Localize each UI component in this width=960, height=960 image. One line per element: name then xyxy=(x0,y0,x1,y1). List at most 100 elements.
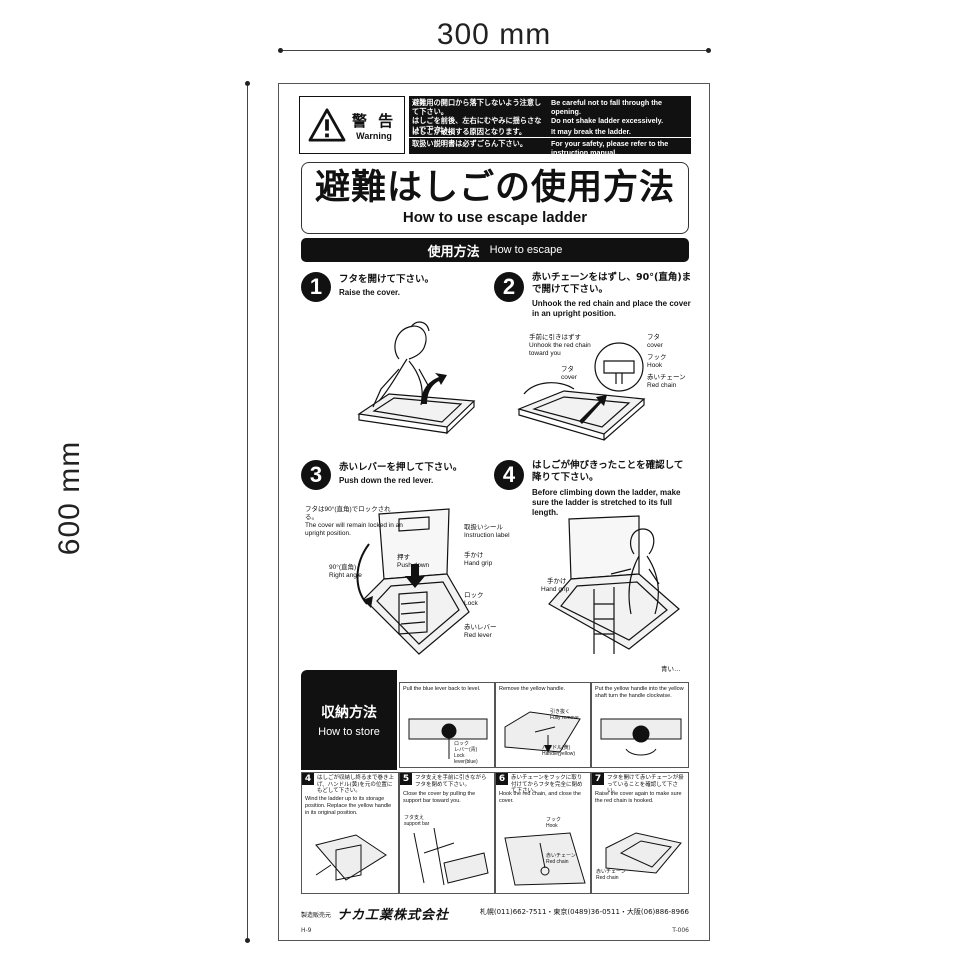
width-dimension: 300 mm xyxy=(436,18,552,51)
dimension-endpoint xyxy=(278,48,283,53)
panel-6-illustration xyxy=(504,832,586,886)
step-4-illustration xyxy=(548,515,680,654)
store-panel-5: 5 フタ支えを手前に引きながらフタを閉めて下さい。 Close the cove… xyxy=(399,772,495,894)
height-dimension: 600 mm xyxy=(53,440,86,556)
warning-en: Warning xyxy=(356,130,392,141)
label-push-jp: 押す xyxy=(397,554,410,561)
step-number: 3 xyxy=(301,460,331,490)
warning-jp-line: 避難用の開口から落下しないよう注意して下さい。 xyxy=(412,98,542,116)
panel-label: 赤いチェーン xyxy=(596,869,626,875)
store-panel-4: 4 はしごが収納し終るまで巻き上げ、ハンドル(黄)を元の位置にもどして下さい。 … xyxy=(301,772,399,894)
panel-label: Handle(yellow) xyxy=(542,751,576,757)
panel-number: 4 xyxy=(302,773,314,785)
label-angle-jp: 90°(直角) xyxy=(329,564,357,571)
panel-caption-en: Wind the ladder up to its storage positi… xyxy=(305,796,392,816)
panel-caption: Put the yellow handle into the yellow sh… xyxy=(595,686,684,699)
label-lever-en: Red lever xyxy=(464,632,492,639)
panel-label: 引き抜く xyxy=(550,709,571,715)
label-angle-en: Right angle xyxy=(329,572,362,579)
panel-4-illustration xyxy=(315,834,387,881)
panel-label: ハンドル(黄) xyxy=(542,745,571,751)
step-text-jp: 赤いチェーンをはずし、90°(直角)まで開けて下さい。 xyxy=(532,272,692,295)
label-chain-en: Red chain xyxy=(647,382,677,389)
storage-title-jp: 収納方法 xyxy=(321,705,377,721)
step-text-en: Push down the red lever. xyxy=(339,476,434,485)
storage-section: 収納方法 How to store 青い… Pull the blue leve… xyxy=(301,664,689,899)
panel-number: 5 xyxy=(400,773,412,785)
store-panel-7: 7 フタを開けて赤いチェーンが掛っていることを確認して下さい。 Raise th… xyxy=(591,772,689,894)
label-code: T-006 xyxy=(672,927,689,934)
panel-label: フック xyxy=(546,817,562,823)
label-lock-en: Lock xyxy=(464,600,478,607)
panel-label: レバー(青) xyxy=(454,747,478,753)
label-cover2-jp: フタ xyxy=(561,366,574,373)
step-2: 2 赤いチェーンをはずし、90°(直角)まで開けて下さい。 Unhook the… xyxy=(494,272,694,332)
panel-number: 6 xyxy=(496,773,508,785)
step-number: 1 xyxy=(301,272,331,302)
store-panel-2: Remove the yellow handle. 引き抜く Fully rem… xyxy=(495,682,591,768)
panel-label: Red chain xyxy=(546,859,569,865)
step-number: 2 xyxy=(494,272,524,302)
warning-triangle-icon xyxy=(308,108,346,142)
dimension-endpoint xyxy=(706,48,711,53)
warning-en-line: It may break the ladder. xyxy=(551,127,631,136)
panel-label: ロック xyxy=(454,741,470,747)
step-text-jp: フタを開けて下さい。 xyxy=(339,274,435,285)
warning-table: 避難用の開口から落下しないよう注意して下さい。 Be careful not t… xyxy=(409,96,691,157)
dimension-endpoint xyxy=(245,81,250,86)
warning-en-line: For your safety, please refer to the ins… xyxy=(551,139,669,157)
warning-jp-line: 取扱い説明書は必ずごらん下さい。 xyxy=(412,139,528,148)
label-grip-jp: 手かけ xyxy=(464,552,484,559)
step-number: 4 xyxy=(494,460,524,490)
storage-note: 青い… xyxy=(661,666,681,673)
panel-3-illustration xyxy=(600,718,682,756)
warning-divider xyxy=(409,137,691,138)
footer: 製造販売元 ナカ工業株式会社 札幌(011)662-7511・東京(0489)3… xyxy=(301,904,689,924)
panel-5-illustration xyxy=(413,827,489,886)
panel-caption: Pull the blue lever back to level. xyxy=(403,686,481,692)
section-title-en: How to escape xyxy=(489,244,563,256)
section-title-jp: 使用方法 xyxy=(427,244,480,260)
label-seal-jp: 取扱いシール xyxy=(464,524,503,531)
contact-numbers: 札幌(011)662-7511・東京(0489)36-0511・大阪(06)88… xyxy=(479,908,689,916)
height-dimension-line xyxy=(247,83,248,941)
storage-header: 収納方法 How to store xyxy=(301,670,397,770)
step-1: 1 フタを開けて下さい。 Raise the cover. xyxy=(301,272,491,312)
panel-number: 7 xyxy=(592,773,604,785)
panel-caption-en: Close the cover by pulling the support b… xyxy=(403,791,476,804)
label-cover-jp: フタ xyxy=(647,334,660,341)
step-4: 4 はしごが伸びきったことを確認して降りて下さい。 Before climbin… xyxy=(494,460,694,520)
store-panel-6: 6 赤いチェーンをフックに取り付けてからフタを完全に閉めて下さい。 Hook t… xyxy=(495,772,591,894)
step-3: 3 赤いレバーを押して下さい。 Push down the red lever. xyxy=(301,460,491,500)
panel-label: フタ支え xyxy=(404,815,425,821)
panel-label: 赤いチェーン xyxy=(546,853,576,859)
panel-caption-jp: はしごが収納し終るまで巻き上げ、ハンドル(黄)を元の位置にもどして下さい。 xyxy=(317,775,395,794)
panel-label: Fully remove xyxy=(550,715,579,721)
warning-jp-line: はしごが破損する原因となります。 xyxy=(412,127,527,136)
label-seal-en: Instruction label xyxy=(464,532,510,539)
label-lock90-en: The cover will remain locked in an uprig… xyxy=(305,522,403,537)
width-dimension-line xyxy=(281,50,709,51)
label-hook-jp: フック xyxy=(647,354,667,361)
title-box: 避難はしごの使用方法 How to use escape ladder xyxy=(301,162,689,234)
label-grip-en: Hand grip xyxy=(464,560,493,567)
step-1-illustration xyxy=(357,321,476,435)
manufacturer-label: 製造販売元 xyxy=(301,912,332,919)
label-cover2-en: cover xyxy=(561,374,577,381)
dimension-endpoint xyxy=(245,938,250,943)
manufacturer-brand: ナカ工業株式会社 xyxy=(337,908,450,923)
page-title: 避難はしごの使用方法 xyxy=(314,168,675,208)
label-pull-jp: 手前に引きはずす xyxy=(529,334,581,341)
storage-title-en: How to store xyxy=(318,726,380,738)
label-cover-en: cover xyxy=(647,342,663,349)
panel-caption: Remove the yellow handle. xyxy=(499,686,566,692)
panel-caption-jp: フタ支えを手前に引きながらフタを閉めて下さい。 xyxy=(415,775,487,788)
escape-ladder-sign: 警 告 Warning 避難用の開口から落下しないよう注意して下さい。 Be c… xyxy=(278,83,710,941)
panel-caption-jp: フタを開けて赤いチェーンが掛っていることを確認して下さい。 xyxy=(607,775,684,794)
step-3-illustration xyxy=(356,508,470,655)
label-hook-en: Hook xyxy=(647,362,663,369)
store-panel-3: Put the yellow handle into the yellow sh… xyxy=(591,682,689,768)
warning-jp: 警 告 xyxy=(351,111,397,130)
store-panel-1: Pull the blue lever back to level. ロック レ… xyxy=(399,682,495,768)
panel-label: Red chain xyxy=(596,875,619,881)
